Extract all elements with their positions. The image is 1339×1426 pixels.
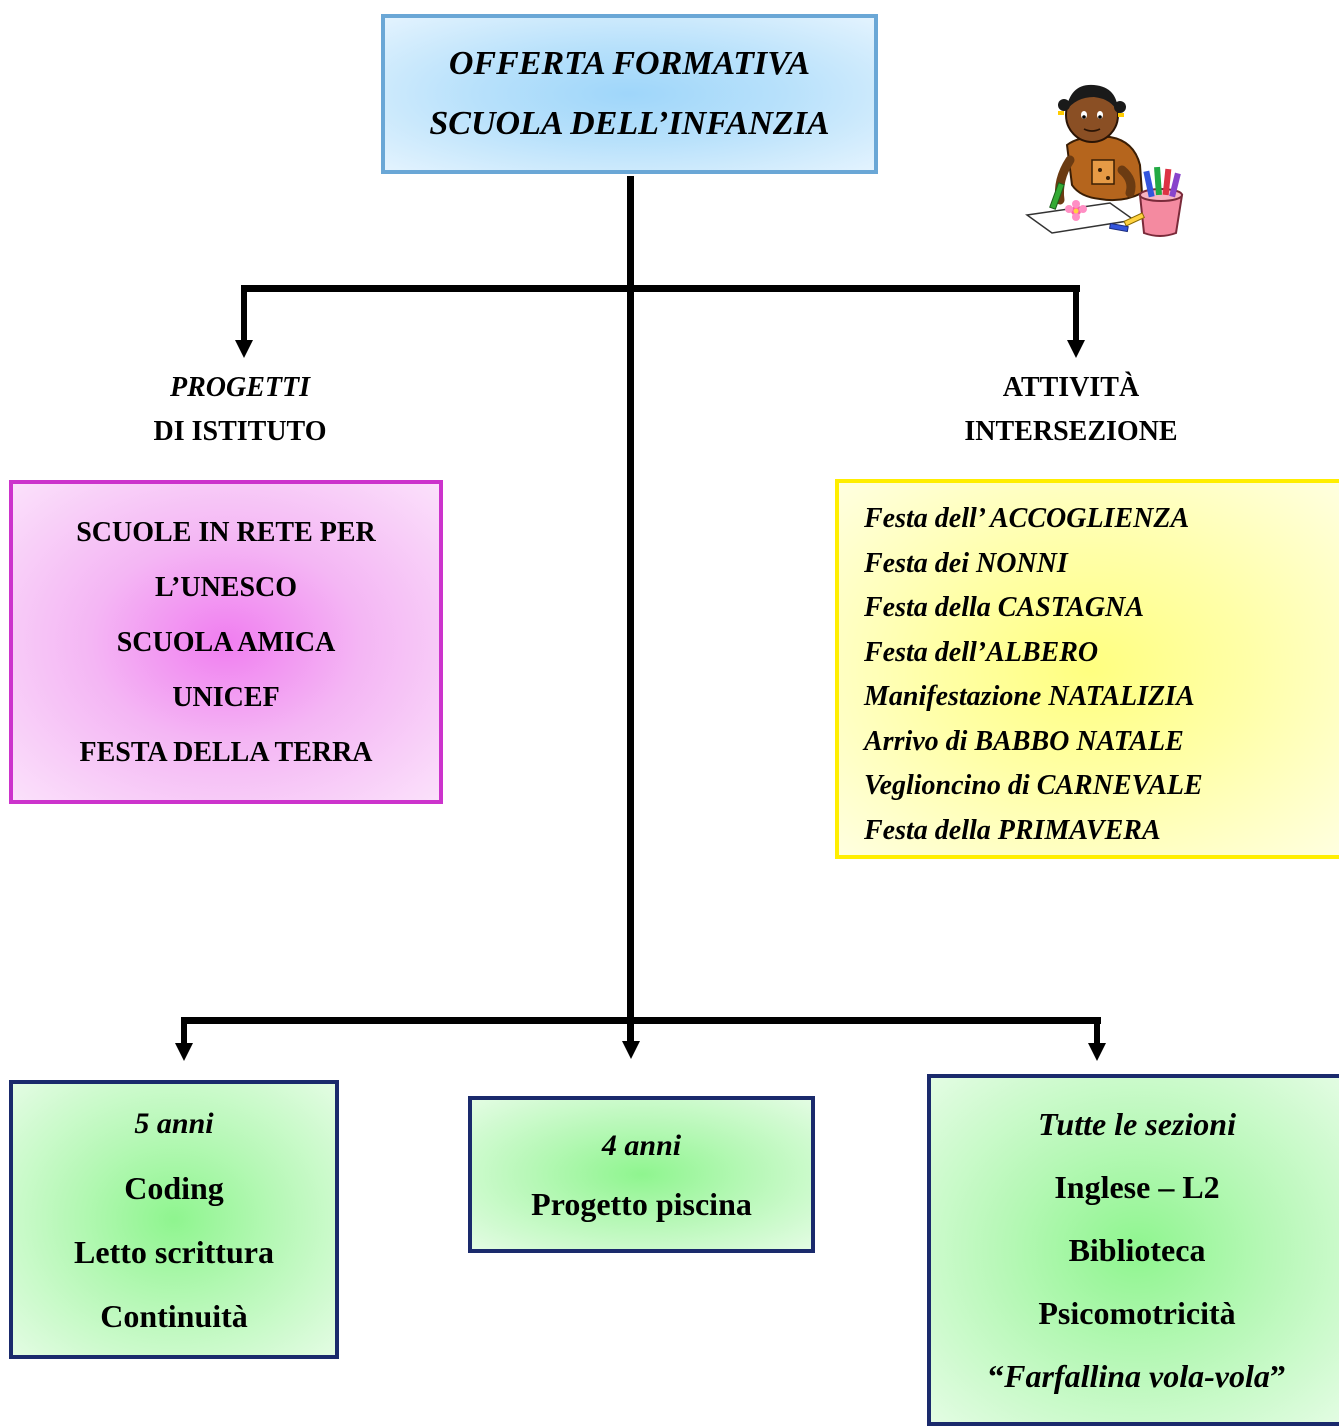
five-years-item: Coding [124,1169,224,1206]
intersection-activity-item: Festa della PRIMAVERA [864,814,1161,846]
intersection-activities-box: Festa dell’ ACCOGLIENZA Festa dei NONNI … [835,479,1339,859]
institute-project-item: SCUOLA AMICA [116,626,336,658]
main-trunk [627,176,634,1024]
quote-open: “ [988,1357,1005,1394]
intersection-activity-item: Festa dei NONNI [864,547,1068,579]
intersection-activity-item: Veglioncino di CARNEVALE [864,770,1203,801]
right-branch-label-line-1: ATTIVITÀ [1002,372,1140,403]
title-line-1: OFFERTA FORMATIVA [448,45,811,82]
five-years-box: 5 anni Coding Letto scrittura Continuità [9,1080,339,1359]
lower-right-arrowhead [1088,1043,1106,1061]
left-branch-label: PROGETTI DI ISTITUTO [90,366,390,454]
title-line-2: SCUOLA DELL’INFANZIA [429,105,830,142]
right-branch-label: ATTIVITÀ INTERSEZIONE [921,366,1221,454]
butterfly-project-name: Farfallina vola-vola [1004,1357,1270,1394]
quote-close: ” [1269,1357,1286,1394]
lower-center-drop [627,1017,634,1043]
left-branch-label-line-1: PROGETTI [170,372,310,403]
right-branch-label-line-2: INTERSEZIONE [964,416,1178,447]
four-years-item: Progetto piscina [531,1185,752,1222]
title-box: OFFERTA FORMATIVA SCUOLA DELL’INFANZIA [381,14,878,174]
all-sections-heading: Tutte le sezioni [1038,1105,1236,1142]
intersection-activity-item: Manifestazione NATALIZIA [864,681,1195,712]
all-sections-item-butterfly: “Farfallina vola-vola” [988,1345,1286,1408]
upper-left-drop [241,285,247,341]
five-years-item: Letto scrittura [74,1233,274,1270]
intersection-activity-item: Festa dell’ ACCOGLIENZA [864,503,1190,534]
upper-left-arrowhead [235,340,253,358]
intersection-activity-item: Festa della CASTAGNA [864,592,1145,623]
lower-branch-bar [181,1017,1101,1024]
institute-project-item: FESTA DELLA TERRA [79,736,373,768]
all-sections-item: Biblioteca [1068,1231,1206,1268]
lower-right-drop [1094,1017,1100,1045]
institute-project-item: SCUOLE IN RETE PER [76,516,376,548]
intersection-activity-item: Arrivo di BABBO NATALE [864,725,1184,757]
all-sections-box: Tutte le sezioni Inglese – L2 Biblioteca… [927,1074,1339,1426]
child-drawing-illustration [1025,84,1184,237]
four-years-heading: 4 anni [601,1128,682,1162]
intersection-activity-item: Festa dell’ALBERO [864,636,1099,668]
all-sections-item: Inglese – L2 [1054,1168,1220,1205]
upper-right-arrowhead [1067,340,1085,358]
institute-project-item: UNICEF [172,681,280,713]
institute-project-item: L’UNESCO [154,571,298,603]
five-years-heading: 5 anni [134,1106,214,1140]
institute-projects-box: SCUOLE IN RETE PER L’UNESCO SCUOLA AMICA… [9,480,443,804]
lower-left-drop [181,1017,187,1045]
upper-branch-bar [241,285,1080,292]
upper-right-drop [1073,285,1079,341]
four-years-box: 4 anni Progetto piscina [468,1096,815,1253]
five-years-item: Continuità [100,1297,248,1334]
left-branch-label-line-2: DI ISTITUTO [153,416,327,447]
all-sections-item: Psicomotricità [1038,1294,1236,1331]
lower-left-arrowhead [175,1043,193,1061]
lower-center-arrowhead [622,1041,640,1059]
